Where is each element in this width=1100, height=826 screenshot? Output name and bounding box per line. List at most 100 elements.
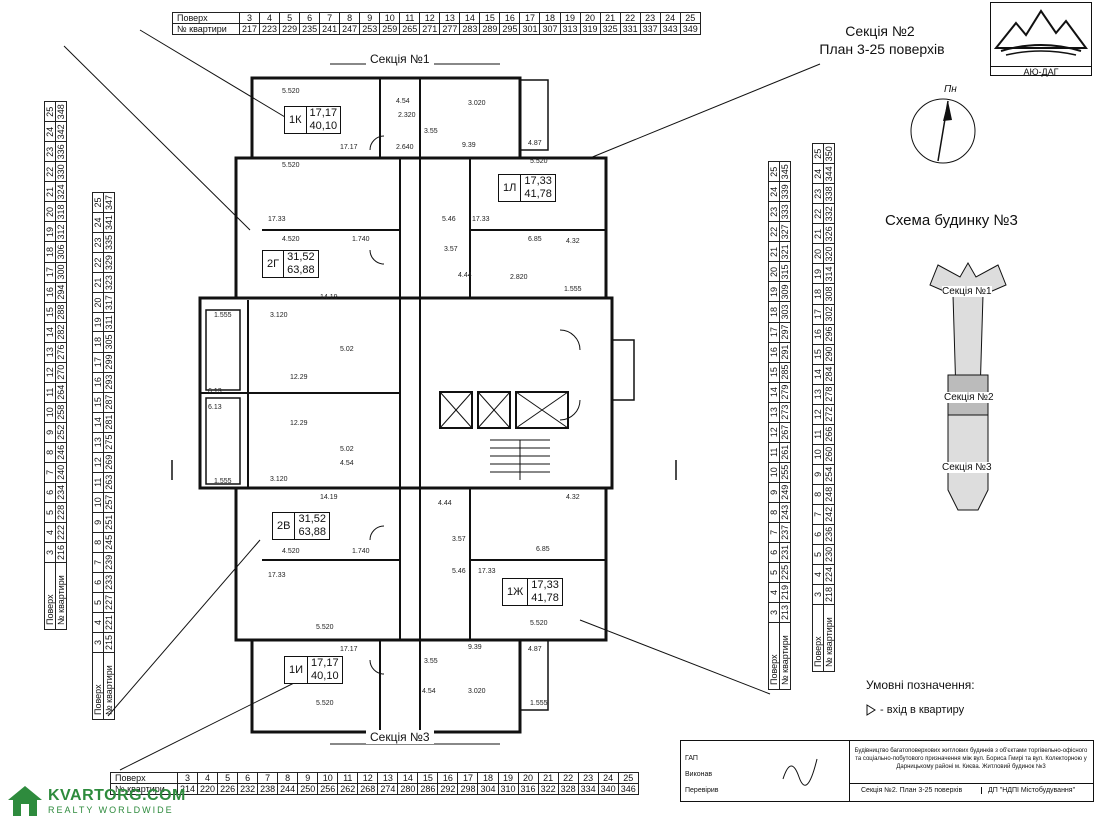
table-cell: 25 xyxy=(679,12,701,24)
dim-label: 4.520 xyxy=(282,548,300,555)
dim-label: 9.39 xyxy=(468,644,482,651)
dim-label: 1.740 xyxy=(352,236,370,243)
house-icon xyxy=(8,786,42,816)
table-cell: 295 xyxy=(499,23,521,35)
dim-label: 3.120 xyxy=(270,312,288,319)
dim-label: 2.640 xyxy=(396,144,414,151)
scheme-title: Схема будинку №3 xyxy=(885,212,1018,229)
stamp-role-exec: Виконав xyxy=(685,771,713,778)
table-cell: 235 xyxy=(299,23,321,35)
dim-label: 3.57 xyxy=(452,536,466,543)
dim-label: 5.520 xyxy=(282,162,300,169)
table-cell: 286 xyxy=(417,783,439,795)
dim-label: 1.555 xyxy=(214,312,232,319)
dim-label: 3.020 xyxy=(468,100,486,107)
dim-label: 3.120 xyxy=(270,476,288,483)
table-cell: 268 xyxy=(357,783,379,795)
table-cell: 340 xyxy=(597,783,619,795)
dim-label: 5.46 xyxy=(442,216,456,223)
logo: АЮ-ДАГ xyxy=(990,2,1092,77)
table-cell: 214 xyxy=(176,783,199,795)
table-cell: 250 xyxy=(297,783,319,795)
dim-label: 3.55 xyxy=(424,128,438,135)
dim-label: 17.33 xyxy=(268,216,286,223)
dim-label: 3.57 xyxy=(444,246,458,253)
watermark-tagline: REALTY WORLDWIDE xyxy=(48,805,174,815)
dim-label: 4.54 xyxy=(396,98,410,105)
dim-label: 6.85 xyxy=(528,236,542,243)
logo-mountain-icon xyxy=(993,9,1088,56)
section-title: Секція №2 xyxy=(845,23,915,39)
table-cell: 304 xyxy=(477,783,499,795)
dim-label: 17.33 xyxy=(268,572,286,579)
scheme-section-3: Секція №3 xyxy=(942,462,992,473)
dim-label: 6.13 xyxy=(208,404,222,411)
dim-label: 5.520 xyxy=(530,620,548,627)
dim-label: 4.87 xyxy=(528,646,542,653)
north-label: Пн xyxy=(944,84,957,95)
dim-label: 5.46 xyxy=(452,568,466,575)
dim-label: 2.820 xyxy=(510,274,528,281)
dim-label: 9.39 xyxy=(462,142,476,149)
compass-icon xyxy=(910,98,976,164)
table-cell: 316 xyxy=(517,783,539,795)
dim-label: 14.19 xyxy=(320,294,338,301)
section-label-top: Секція №1 xyxy=(366,52,434,66)
dim-label: 5.520 xyxy=(316,700,334,707)
watermark-brand: KVARTORG.COM xyxy=(48,787,186,804)
stamp-role-check: Перевірив xyxy=(685,787,719,794)
dim-label: 14.19 xyxy=(320,494,338,501)
scheme-section-2: Секція №2 xyxy=(944,392,994,403)
dim-label: 4.520 xyxy=(282,236,300,243)
dim-label: 1.555 xyxy=(564,286,582,293)
dim-label: 4.54 xyxy=(422,688,436,695)
dim-label: 12.29 xyxy=(290,374,308,381)
table-cell: 298 xyxy=(457,783,479,795)
table-cell: 346 xyxy=(617,783,639,795)
title-block: ГАП Виконав Перевірив Будівництво багато… xyxy=(680,740,1094,802)
stamp-description: Будівництво багатоповерхових житлових бу… xyxy=(854,748,1088,770)
dim-label: 1.555 xyxy=(530,700,548,707)
legend-title: Умовні позначення: xyxy=(866,678,975,692)
dim-label: 4.54 xyxy=(340,460,354,467)
row-label-apt: № квартири xyxy=(172,23,240,35)
dim-label: 17.33 xyxy=(478,568,496,575)
scheme-section-1: Секція №1 xyxy=(942,286,992,297)
dim-label: 3.020 xyxy=(468,688,486,695)
table-cell: 241 xyxy=(319,23,341,35)
dim-label: 1.740 xyxy=(352,548,370,555)
table-cell: 283 xyxy=(459,23,481,35)
stamp-role-gap: ГАП xyxy=(685,755,698,762)
dim-label: 4.44 xyxy=(458,272,472,279)
dim-label: 17.33 xyxy=(472,216,490,223)
stamp-org: ДП "НДПІ Містобудування" xyxy=(981,787,1075,794)
legend-entry: - вхід в квартиру xyxy=(866,704,964,716)
table-cell: 292 xyxy=(437,783,459,795)
logo-text: АЮ-ДАГ xyxy=(991,66,1091,77)
dim-label: 6.13 xyxy=(208,388,222,395)
watermark: KVARTORG.COM REALTY WORLDWIDE xyxy=(6,784,186,818)
dim-label: 4.32 xyxy=(566,494,580,501)
dim-label: 4.32 xyxy=(566,238,580,245)
dim-label: 3.55 xyxy=(424,658,438,665)
dim-label: 17.17 xyxy=(340,144,358,151)
dim-label: 1.555 xyxy=(214,478,232,485)
table-cell: 253 xyxy=(359,23,381,35)
dim-label: 5.520 xyxy=(316,624,334,631)
plan-title: План 3-25 поверхів xyxy=(819,41,945,57)
signature-icon xyxy=(782,758,818,786)
table-cell: 349 xyxy=(679,23,701,35)
table-cell: 262 xyxy=(337,783,359,795)
dim-label: 2.320 xyxy=(398,112,416,119)
dim-label: 4.44 xyxy=(438,500,452,507)
dim-label: 12.29 xyxy=(290,420,308,427)
table-cell: 220 xyxy=(197,783,219,795)
dim-label: 4.87 xyxy=(528,140,542,147)
